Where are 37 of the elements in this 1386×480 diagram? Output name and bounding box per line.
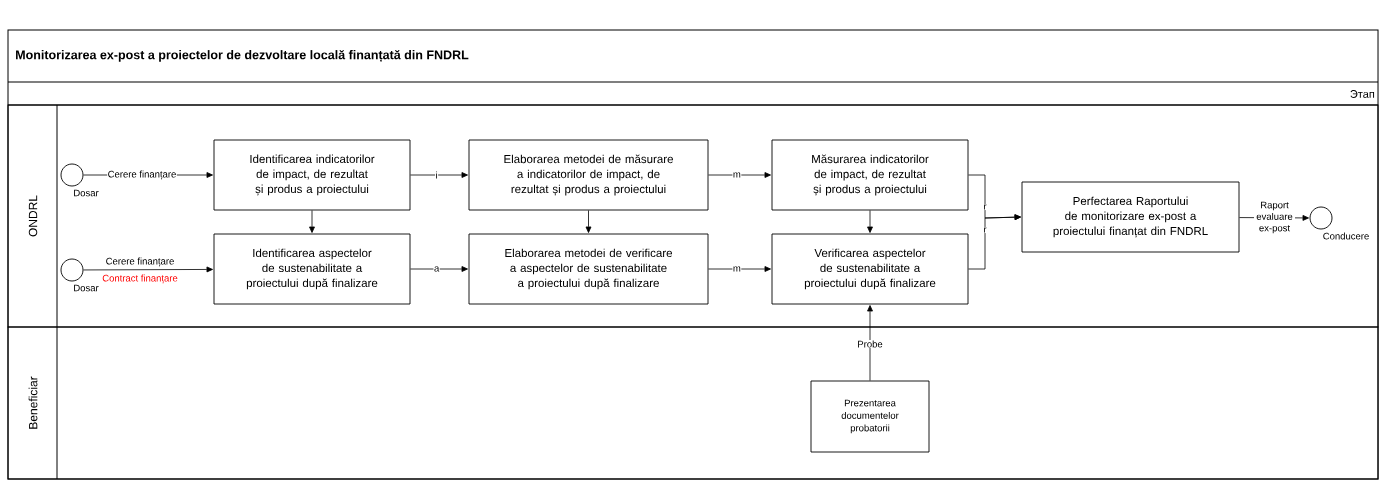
task-box: Identificarea aspectelor de sustenabilitate a proiectului după finalizare bbox=[213, 233, 411, 305]
event-label: Dosar bbox=[74, 189, 99, 197]
event-circle bbox=[1309, 206, 1333, 230]
event-circle bbox=[60, 163, 84, 187]
edge-label: m bbox=[732, 171, 742, 179]
edge-label: Raport evaluare ex-post bbox=[1254, 201, 1295, 234]
arrow bbox=[410, 266, 468, 272]
arrow bbox=[83, 266, 213, 273]
task-box: Elaborarea metodei de măsurare a indicatorilor de impact, de rezultat și produs a proiectului bbox=[468, 139, 709, 211]
task-box: Elaborarea metodei de verificare a aspectelor de sustenabilitate a proiectului după finalizare bbox=[468, 233, 709, 305]
event-label: Dosar bbox=[74, 284, 99, 292]
task-box: Măsurarea indicatorilor de impact, de rezultat și produs a proiectului bbox=[771, 139, 969, 211]
edge-label: Cerere finanțare bbox=[107, 170, 177, 180]
arrow bbox=[968, 214, 1021, 270]
title: Monitorizarea ex-post a proiectelor de dezvoltare locală finanțată din FNDRL bbox=[16, 49, 469, 63]
task-box: Prezentarea documentelor probatorii bbox=[810, 380, 930, 453]
arrow bbox=[585, 210, 592, 233]
task-box: Identificarea indicatorilor de impact, de rezultat și produs a proiectului bbox=[213, 139, 411, 211]
arrow bbox=[867, 305, 873, 381]
edge-label: m bbox=[732, 265, 742, 273]
task-box: Verificarea aspectelor de sustenabilitate a proiectului după finalizare bbox=[771, 233, 969, 305]
edge-label: Cerere finanțare bbox=[105, 257, 175, 267]
arrow bbox=[309, 210, 315, 233]
edge-label: Probe bbox=[856, 340, 884, 348]
arrow bbox=[410, 172, 468, 178]
event-label: Conducere bbox=[1323, 232, 1369, 240]
phase-label: Этап bbox=[1350, 90, 1375, 98]
task-box: Perfectarea Raportului de monitorizare ex-post a proiectului finanțat din FNDRL bbox=[1021, 181, 1240, 253]
arrow bbox=[867, 210, 873, 233]
edge-label: r bbox=[982, 203, 988, 211]
event-circle bbox=[60, 258, 84, 282]
edge-label: i bbox=[435, 171, 439, 179]
arrow bbox=[708, 172, 771, 178]
edge-label: r bbox=[982, 226, 988, 234]
flow-note: Contract finanțare bbox=[101, 274, 179, 284]
arrow bbox=[708, 266, 771, 272]
edge-label: a bbox=[433, 265, 440, 273]
